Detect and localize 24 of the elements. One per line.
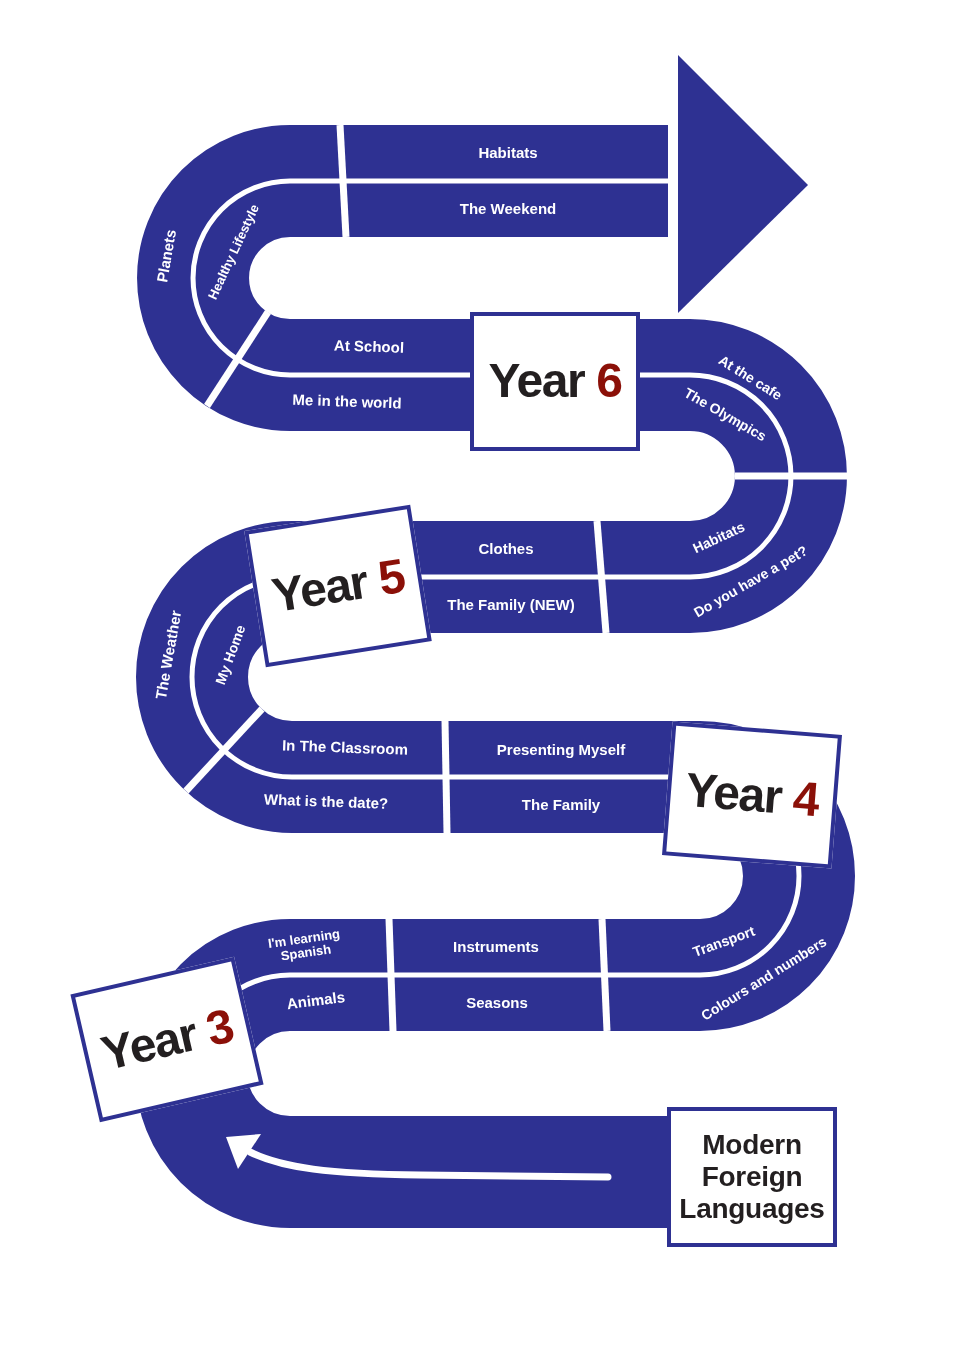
topic-label: Planets (153, 228, 181, 284)
topic-label: Seasons (466, 993, 528, 1013)
topic-label: At the cafe (715, 351, 785, 404)
year-heading: Year 3 (96, 1000, 238, 1078)
topic-label: Instruments (453, 937, 539, 957)
topic-label: Presenting Myself (496, 740, 626, 760)
topic-label: At School (333, 336, 405, 358)
topic-label: The Family (NEW) (447, 595, 575, 615)
title-text: Modern Foreign Languages (678, 1129, 826, 1225)
topic-label: Habitats (478, 143, 538, 163)
topic-label: I'm learning Spanish (266, 925, 342, 966)
topic-label: The Family (521, 795, 601, 815)
year-heading: Year 6 (488, 357, 622, 405)
topic-label: In The Classroom (281, 736, 409, 760)
title-panel (667, 1107, 837, 1247)
topic-label: Me in the world (292, 390, 402, 414)
year-heading: Year 4 (683, 765, 821, 825)
topic-label: The Weather (151, 609, 186, 701)
topic-label: My Home (212, 622, 250, 688)
topic-label: The Weekend (459, 199, 557, 219)
year-heading: Year 5 (268, 551, 408, 621)
topic-label: Animals (285, 988, 347, 1014)
topic-label: Clothes (478, 539, 534, 559)
topic-label: What is the date? (263, 790, 389, 814)
